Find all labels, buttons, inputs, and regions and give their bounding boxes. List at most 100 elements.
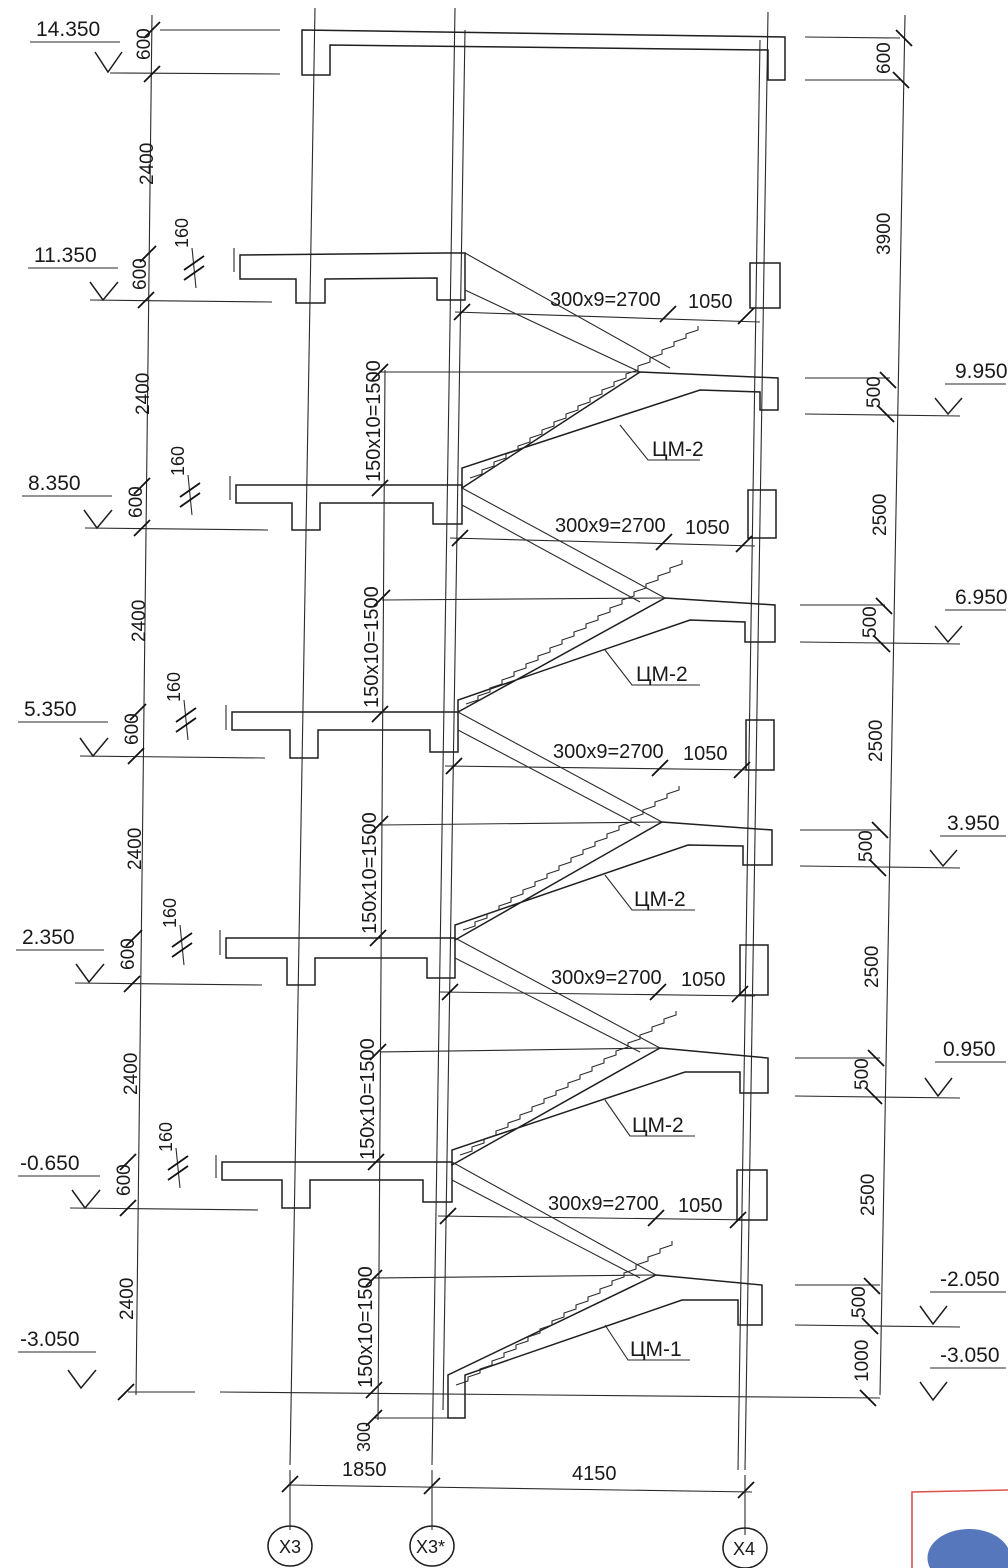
- dimension-label: 500: [849, 1286, 870, 1318]
- landing-label: 1050: [683, 743, 728, 765]
- floor-2-350: [74, 930, 769, 1053]
- axis-dimension-label: 4150: [572, 1463, 617, 1485]
- elevation-marker: 14.350: [30, 18, 123, 74]
- elevation-marker: -2.050: [919, 1268, 1006, 1326]
- floor-8-350: [84, 476, 777, 603]
- floor-5-350: [79, 705, 775, 827]
- axis-label: X3: [279, 1537, 301, 1557]
- elevation-marker: 6.950: [934, 586, 1008, 644]
- dimension-label: 2500: [858, 1174, 879, 1216]
- dimension-label: 600: [118, 938, 139, 970]
- stamp: [911, 1489, 1008, 1568]
- elevation-label: 8.350: [28, 472, 81, 495]
- slab-label: 160: [168, 446, 188, 476]
- dimension-label: 500: [852, 1058, 873, 1090]
- dimension-label: 2500: [862, 946, 883, 988]
- elevation-label: 2.350: [22, 926, 75, 949]
- elevation-label: 14.350: [36, 18, 100, 41]
- flight-leaders: [604, 424, 700, 1361]
- rise-label: 150x10=1500: [355, 1266, 377, 1388]
- right-elevation-markers: 9.950 6.950 3.950 0.950 -2.050 -3.050: [919, 360, 1008, 1402]
- elevation-label: 0.950: [943, 1038, 996, 1061]
- landing-label: 1050: [678, 1195, 723, 1217]
- dimension-label: 3900: [874, 213, 895, 255]
- elevation-label: -2.050: [940, 1268, 1000, 1291]
- elevation-marker: 8.350: [22, 472, 113, 530]
- dimension-label: 2500: [866, 720, 887, 762]
- flight-label: ЦМ-2: [636, 663, 688, 686]
- left-elevation-markers: 14.350 11.350 8.350 5.350 2.350 -0.650: [16, 18, 123, 1390]
- dimension-label: 2400: [129, 600, 150, 642]
- elevation-label: -3.050: [20, 1328, 80, 1351]
- axis-dimensions: 1850 4150: [342, 1459, 617, 1485]
- axis-bubbles: X3 X3* X4: [267, 1525, 768, 1568]
- dimension-lines: [167, 247, 753, 1535]
- right-dimensions: 600 3900 500 2500 500 2500 500 2500 500 …: [849, 42, 895, 1382]
- axis-bubble-x3-star: X3*: [409, 1525, 455, 1567]
- rise-label: 150x10=1500: [359, 812, 381, 934]
- run-label: 300x9=2700: [551, 967, 662, 989]
- axis-bubble-x4: X4: [722, 1527, 768, 1568]
- slab-label: 160: [172, 218, 192, 248]
- dimension-label: 600: [130, 258, 151, 290]
- flight-label: ЦМ-2: [632, 1114, 684, 1137]
- landing-minus-2-050: [128, 1274, 961, 1419]
- dimension-label: 2400: [121, 1053, 142, 1095]
- elevation-label: 9.950: [955, 360, 1008, 383]
- elevation-label: 3.950: [947, 812, 1000, 835]
- elevation-label: 6.950: [955, 586, 1008, 609]
- run-label: 300x9=2700: [553, 741, 664, 763]
- dimension-label: 600: [122, 713, 143, 745]
- dimension-label: 600: [134, 28, 155, 60]
- dimension-label: 600: [874, 42, 895, 74]
- axis-label: X4: [733, 1539, 755, 1559]
- rise-label: 150x10=1500: [361, 586, 383, 708]
- elevation-marker: 2.350: [16, 926, 105, 984]
- landing-label: 1050: [685, 517, 730, 539]
- dimension-label: 2400: [117, 1278, 138, 1320]
- elevation-marker: 11.350: [28, 244, 119, 302]
- elevation-marker: 0.950: [924, 1038, 1006, 1098]
- dimension-label: 500: [860, 606, 881, 638]
- slab-label: 160: [164, 672, 184, 702]
- vertical-lines: [135, 7, 906, 1471]
- elevation-label: -3.050: [940, 1344, 1000, 1367]
- axis-label: X3*: [416, 1537, 445, 1557]
- slab-dimensions: 160 160 160 160 160: [156, 218, 192, 1152]
- dimension-label: 600: [126, 486, 147, 518]
- floor-minus-0-650: [69, 1155, 768, 1279]
- elevation-label: -0.650: [20, 1152, 80, 1175]
- landing-3-950: [379, 821, 961, 942]
- elevation-marker: 9.950: [934, 360, 1008, 416]
- rise-label: 150x10=1500: [357, 1038, 379, 1160]
- run-label: 300x9=2700: [550, 289, 661, 311]
- elevation-marker: -0.650: [18, 1152, 101, 1210]
- elevation-marker: 3.950: [929, 812, 1006, 868]
- landing-9-950: [380, 371, 961, 490]
- dimension-label: 500: [864, 376, 885, 408]
- dimension-label: 500: [856, 830, 877, 862]
- slab-label: 160: [156, 1122, 176, 1152]
- dimension-label: 600: [114, 1164, 135, 1196]
- dimension-ticks: [117, 21, 913, 1499]
- landing-label: 1050: [681, 969, 726, 991]
- step-sawtooth: [455, 326, 699, 1386]
- axis-dimension-label: 1850: [342, 1459, 387, 1481]
- axis-bubble-x3: X3: [267, 1525, 313, 1567]
- elevation-label: 11.350: [34, 244, 97, 267]
- left-dimensions: 600 2400 600 2400 600 2400 600 2400 600 …: [114, 28, 158, 1320]
- run-label: 300x9=2700: [555, 515, 666, 537]
- roof-frame: [109, 29, 901, 81]
- flight-label: ЦМ-1: [630, 1338, 682, 1361]
- dimension-label: 1000: [852, 1340, 873, 1382]
- elevation-marker: 5.350: [18, 698, 109, 758]
- dimension-label: 2400: [133, 373, 154, 415]
- elevation-marker: -3.050: [919, 1344, 1006, 1402]
- rise-dimensions: 150x10=1500 150x10=1500 150x10=1500 150x…: [354, 360, 385, 1452]
- flight-labels: ЦМ-2 ЦМ-2 ЦМ-2 ЦМ-2 ЦМ-1: [630, 438, 704, 1361]
- elevation-label: 5.350: [24, 698, 77, 721]
- flight-label: ЦМ-2: [634, 888, 686, 911]
- slab-label: 160: [160, 898, 180, 928]
- run-label: 300x9=2700: [548, 1193, 659, 1215]
